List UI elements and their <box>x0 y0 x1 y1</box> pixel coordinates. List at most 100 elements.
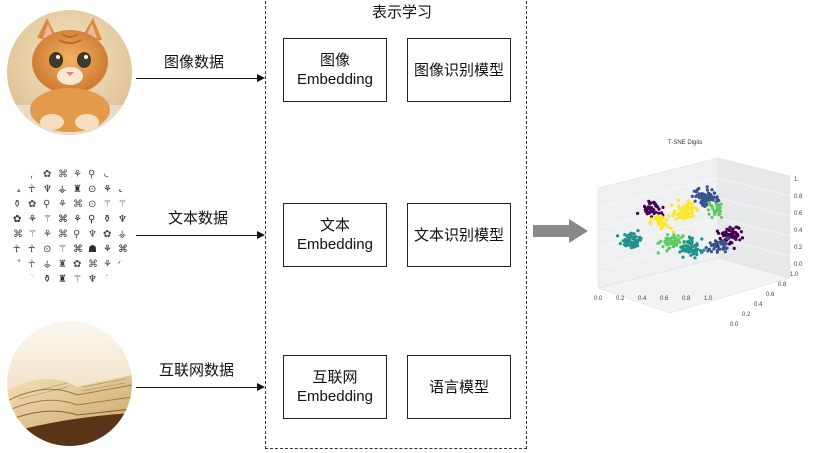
tsne-point <box>713 191 717 195</box>
tsne-point <box>738 238 742 242</box>
tsne-point <box>710 206 715 210</box>
tsne-point <box>690 194 694 198</box>
svg-text:⚘: ⚘ <box>103 244 112 255</box>
text-arrow <box>136 235 258 236</box>
svg-text:⚶: ⚶ <box>43 259 52 270</box>
svg-text:⊙: ⊙ <box>103 169 111 180</box>
tsne-point <box>684 212 688 217</box>
tsne-point <box>634 235 638 239</box>
tsne-point <box>722 231 726 235</box>
tsne-point <box>692 189 696 193</box>
cat-photo-icon <box>7 10 132 135</box>
svg-text:⌘: ⌘ <box>58 169 68 180</box>
tsne-point <box>670 203 674 207</box>
tsne-point <box>705 188 709 192</box>
tsne-point <box>656 251 660 255</box>
tsne-point <box>626 243 630 247</box>
tsne-point <box>623 233 627 237</box>
tsne-point <box>669 226 673 230</box>
tsne-y-tick: 0.6 <box>766 292 775 298</box>
tsne-point <box>733 235 737 239</box>
tsne-point <box>710 188 714 192</box>
tsne-point <box>672 230 676 234</box>
svg-text:♆: ♆ <box>118 214 127 225</box>
tsne-point <box>698 248 702 252</box>
tsne-point <box>712 210 716 214</box>
tsne-point <box>688 215 693 219</box>
svg-text:⚲: ⚲ <box>88 214 95 225</box>
tsne-point <box>682 249 686 253</box>
svg-text:⚲: ⚲ <box>28 169 35 180</box>
tsne-point <box>717 206 722 210</box>
text-data-label: 文本数据 <box>168 209 229 227</box>
tsne-point <box>657 241 661 245</box>
tsne-y-tick: 0.8 <box>778 282 787 288</box>
tsne-point <box>693 199 697 203</box>
tsne-point <box>676 198 680 202</box>
svg-text:⚚: ⚚ <box>73 274 82 285</box>
tsne-point <box>657 211 661 215</box>
tsne-point <box>710 243 714 248</box>
text-arrow-head <box>257 231 265 239</box>
tsne-x-tick: 1.0 <box>704 296 713 302</box>
svg-text:☥: ☥ <box>13 244 20 255</box>
tsne-point <box>732 246 736 250</box>
tsne-point <box>690 236 694 240</box>
tsne-point <box>672 233 676 237</box>
svg-text:⌘: ⌘ <box>118 244 128 255</box>
tsne-point <box>622 243 626 247</box>
tsne-point <box>628 239 632 244</box>
tsne-point <box>661 205 665 209</box>
text-embedding-title: 文本 <box>319 216 350 234</box>
svg-text:⚘: ⚘ <box>43 229 52 240</box>
text-embedding-box: 文本 Embedding <box>283 203 387 267</box>
tsne-point <box>665 218 669 222</box>
tsne-point <box>694 244 698 248</box>
tsne-point <box>668 241 672 245</box>
tsne-point <box>675 212 679 216</box>
tsne-point <box>671 214 675 218</box>
tsne-point <box>667 247 671 251</box>
tsne-z-tick: 0.6 <box>794 211 803 217</box>
tsne-point <box>707 212 711 216</box>
svg-text:⚘: ⚘ <box>118 274 127 285</box>
tsne-point <box>701 203 705 207</box>
language-model-box: 语言模型 <box>407 355 511 419</box>
section-title: 表示学习 <box>370 1 435 22</box>
tsne-point <box>661 244 665 249</box>
tsne-point <box>735 232 739 236</box>
svg-text:⚲: ⚲ <box>73 229 80 240</box>
text-model-box: 文本识别模型 <box>407 203 511 267</box>
tsne-y-tick: 1.0 <box>790 272 799 278</box>
tsne-point <box>682 240 686 244</box>
tsne-point <box>715 250 719 254</box>
tsne-point <box>735 225 739 229</box>
svg-text:♜: ♜ <box>73 184 82 195</box>
svg-text:⚘: ⚘ <box>73 169 82 180</box>
svg-text:✿: ✿ <box>118 259 126 270</box>
internet-embedding-box: 互联网 Embedding <box>283 355 387 419</box>
tsne-point <box>625 234 629 238</box>
tsne-point <box>740 236 745 240</box>
tsne-point <box>658 223 662 227</box>
svg-text:⚶: ⚶ <box>58 184 67 195</box>
tsne-point <box>690 243 694 247</box>
tsne-point <box>688 249 692 253</box>
tsne-point <box>686 240 690 244</box>
image-embedding-title: 图像 <box>319 51 350 69</box>
language-model-label: 语言模型 <box>428 378 489 396</box>
svg-text:⚘: ⚘ <box>73 214 82 225</box>
tsne-point <box>694 206 698 210</box>
tsne-point <box>717 213 721 217</box>
tsne-point <box>649 217 654 221</box>
tsne-x-tick: 0.2 <box>616 296 625 302</box>
tsne-x-tick: 0.4 <box>638 296 647 302</box>
tsne-z-tick: 0.4 <box>794 228 803 234</box>
tsne-point <box>706 208 710 212</box>
image-data-label: 图像数据 <box>164 53 225 71</box>
internet-embedding-title: 互联网 <box>312 368 358 386</box>
svg-text:⚱: ⚱ <box>13 199 21 210</box>
tsne-point <box>660 211 664 215</box>
svg-text:♜: ♜ <box>58 274 67 285</box>
